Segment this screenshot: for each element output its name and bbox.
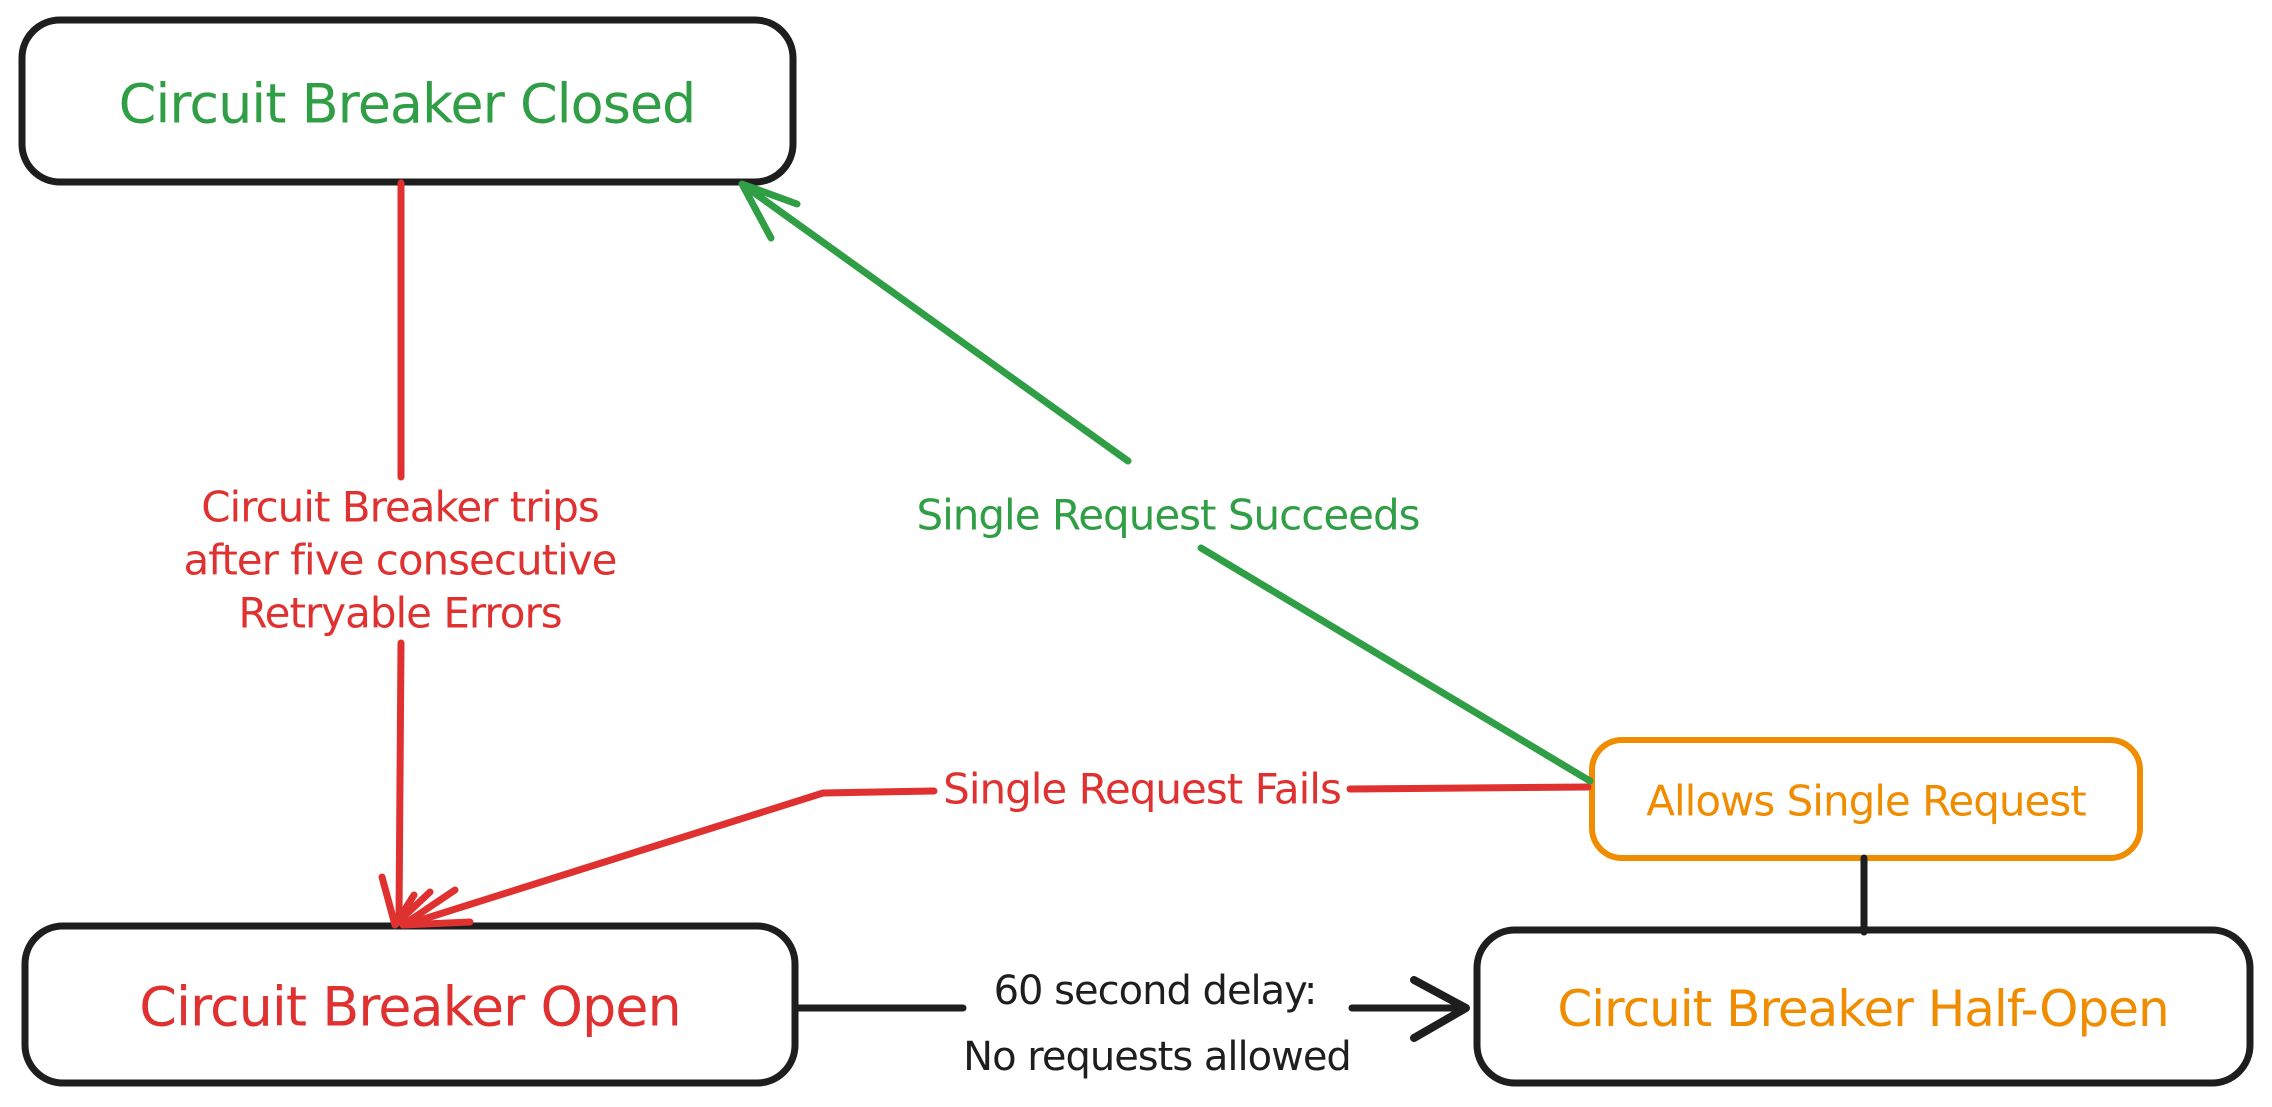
allows-box-label: Allows Single Request xyxy=(1646,777,2086,826)
trip-label-line-2: after five consecutive xyxy=(184,536,617,585)
delay-label-line-1: 60 second delay: xyxy=(994,968,1317,1014)
trip-label-line-3: Retryable Errors xyxy=(238,589,561,638)
fail-label: Single Request Fails xyxy=(943,765,1341,814)
trip-label-line-1: Circuit Breaker trips xyxy=(201,483,599,532)
open-box-label: Circuit Breaker Open xyxy=(139,976,681,1039)
edge-delay-open-to-half-open: 60 second delay: No requests allowed xyxy=(791,965,1470,1083)
node-allows-single-request: Allows Single Request xyxy=(1589,737,2143,861)
closed-box-outline xyxy=(18,16,797,186)
succeed-arrowhead-icon xyxy=(738,180,801,242)
edge-trip-closed-to-open: Circuit Breaker trips after five consecu… xyxy=(181,179,620,929)
fail-arrowhead-icon xyxy=(399,886,474,929)
node-circuit-breaker-open: Circuit Breaker Open xyxy=(21,922,799,1087)
edge-fail-allows-to-open: Single Request Fails xyxy=(399,762,1592,929)
fail-arrow-line xyxy=(404,783,1592,928)
trip-arrowhead-icon xyxy=(378,873,434,929)
node-circuit-breaker-closed: Circuit Breaker Closed xyxy=(18,16,797,186)
succeed-arrow-line xyxy=(742,183,1594,785)
half-open-box-label: Circuit Breaker Half-Open xyxy=(1557,980,2168,1038)
node-circuit-breaker-half-open: Circuit Breaker Half-Open xyxy=(1473,926,2254,1087)
trip-arrow-line xyxy=(395,179,405,922)
closed-box-label: Circuit Breaker Closed xyxy=(119,73,696,136)
delay-arrowhead-icon xyxy=(1410,976,1470,1042)
succeed-label: Single Request Succeeds xyxy=(916,491,1419,540)
delay-label-line-2: No requests allowed xyxy=(963,1034,1351,1080)
edge-succeed-allows-to-closed: Single Request Succeeds xyxy=(738,180,1594,785)
